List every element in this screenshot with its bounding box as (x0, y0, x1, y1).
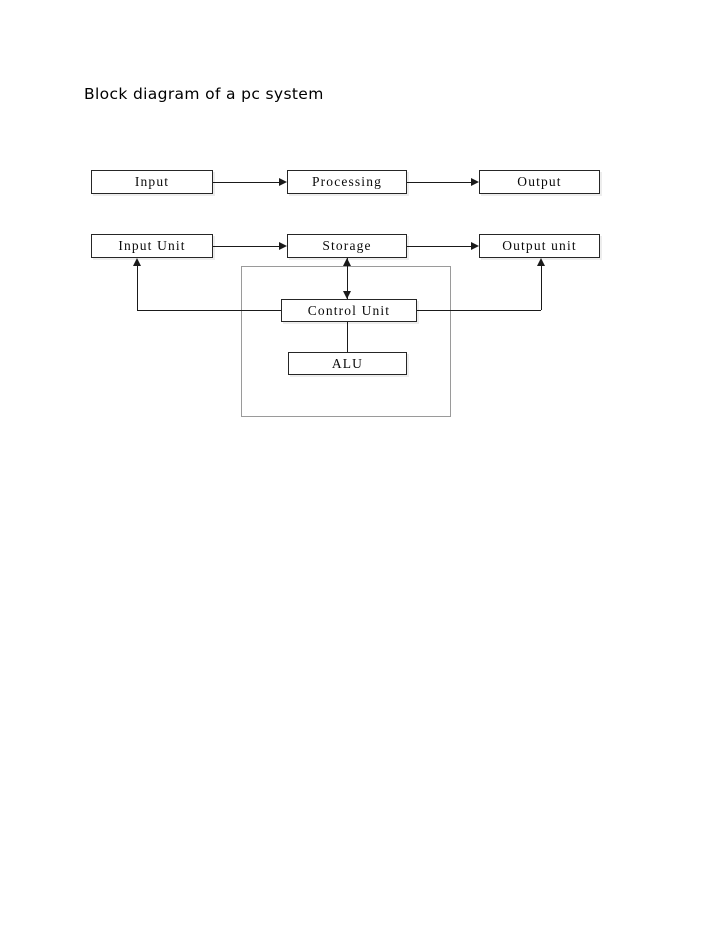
connector-input-to-processing (213, 182, 279, 183)
block-storage: Storage (287, 234, 407, 258)
arrow-right-icon-processing-to-output (471, 177, 479, 186)
block-alu: ALU (288, 352, 407, 375)
cpu-container-box (241, 266, 451, 417)
arrow-right-icon-input-to-processing (279, 177, 287, 186)
connector-processing-to-output (407, 182, 471, 183)
connector-storage-to-control-unit (347, 258, 348, 299)
connector-storage-to-output-unit (407, 246, 471, 247)
connector-control-unit-left-horizontal (137, 310, 281, 311)
page-title: Block diagram of a pc system (84, 85, 324, 103)
block-output-unit-label: Output unit (502, 238, 577, 254)
arrow-right-icon-input-unit-to-storage (279, 241, 287, 250)
arrow-right-icon-storage-to-output-unit (471, 241, 479, 250)
block-processing-label: Processing (312, 174, 382, 190)
block-control-unit-label: Control Unit (307, 302, 391, 318)
block-storage-label: Storage (322, 238, 372, 254)
arrow-up-icon-control-unit-to-input-unit (132, 258, 141, 266)
connector-input-unit-to-storage (213, 246, 279, 247)
block-input-unit: Input Unit (91, 234, 213, 258)
connector-control-unit-right-horizontal (417, 310, 541, 311)
block-alu-label: ALU (331, 355, 364, 371)
arrow-down-icon-storage-to-control-unit (342, 291, 351, 299)
connector-control-unit-to-alu (347, 322, 348, 352)
connector-control-unit-left-vertical (137, 266, 138, 310)
arrow-up-icon-control-unit-to-output-unit (536, 258, 545, 266)
arrow-up-icon-control-unit-to-storage (342, 258, 351, 266)
block-output-unit: Output unit (479, 234, 600, 258)
block-processing: Processing (287, 170, 407, 194)
block-output-label: Output (517, 174, 562, 190)
block-output: Output (479, 170, 600, 194)
block-input-label: Input (134, 174, 170, 190)
block-input: Input (91, 170, 213, 194)
block-input-unit-label: Input Unit (118, 238, 186, 254)
block-control-unit: Control Unit (281, 299, 417, 322)
connector-control-unit-right-vertical (541, 266, 542, 310)
